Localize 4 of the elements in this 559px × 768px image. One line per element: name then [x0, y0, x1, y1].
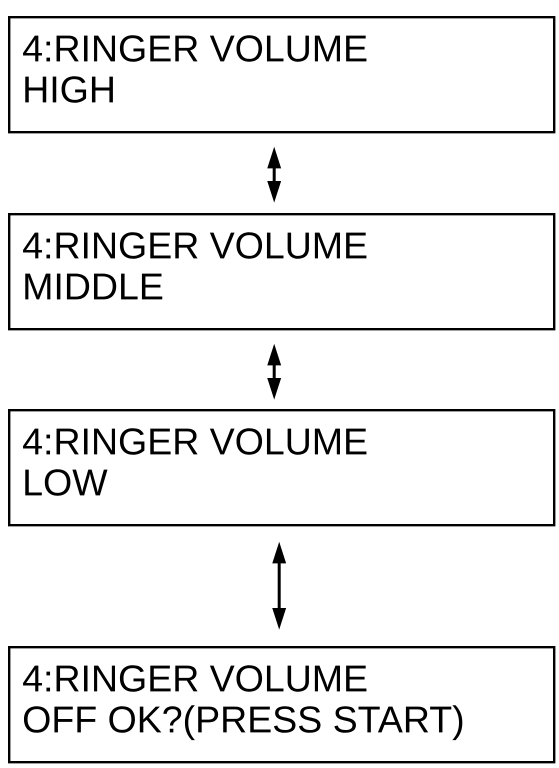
display-box: 4:RINGER VOLUME MIDDLE	[8, 213, 556, 330]
display-box: 4:RINGER VOLUME LOW	[8, 409, 556, 526]
display-box: 4:RINGER VOLUME OFF OK?(PRESS START)	[8, 646, 556, 764]
display-box: 4:RINGER VOLUME HIGH	[8, 16, 556, 134]
